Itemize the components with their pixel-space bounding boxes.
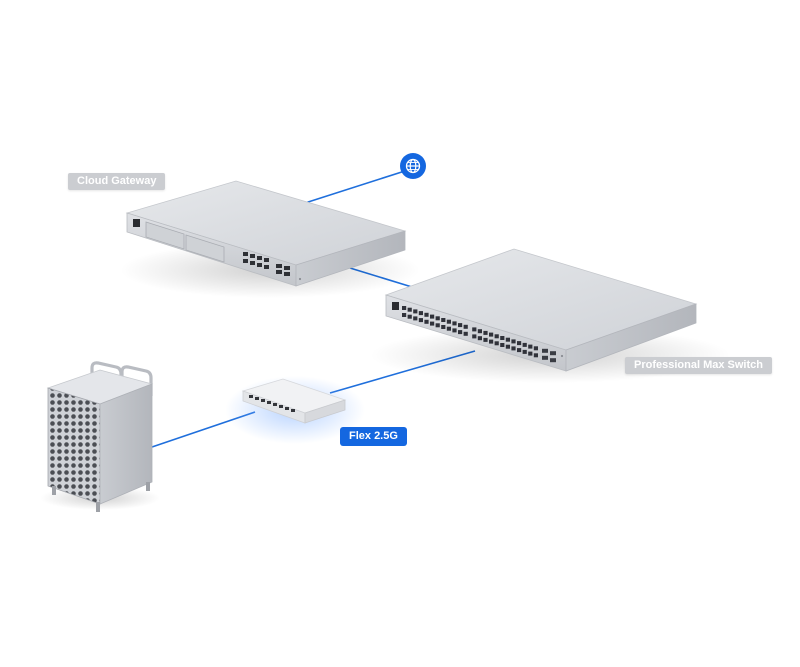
globe-icon[interactable] [400,153,426,179]
label-professional-max-switch: Professional Max Switch [625,357,772,374]
cloud-gateway-device[interactable] [120,180,420,298]
link-gateway-internet [304,169,409,204]
flex-device[interactable] [225,376,365,444]
flex-ports [249,395,295,412]
gateway-ports [243,252,290,276]
switch-ports [402,306,556,363]
workstation-tower[interactable] [40,361,160,512]
label-flex: Flex 2.5G [340,427,407,446]
label-cloud-gateway: Cloud Gateway [68,173,166,190]
